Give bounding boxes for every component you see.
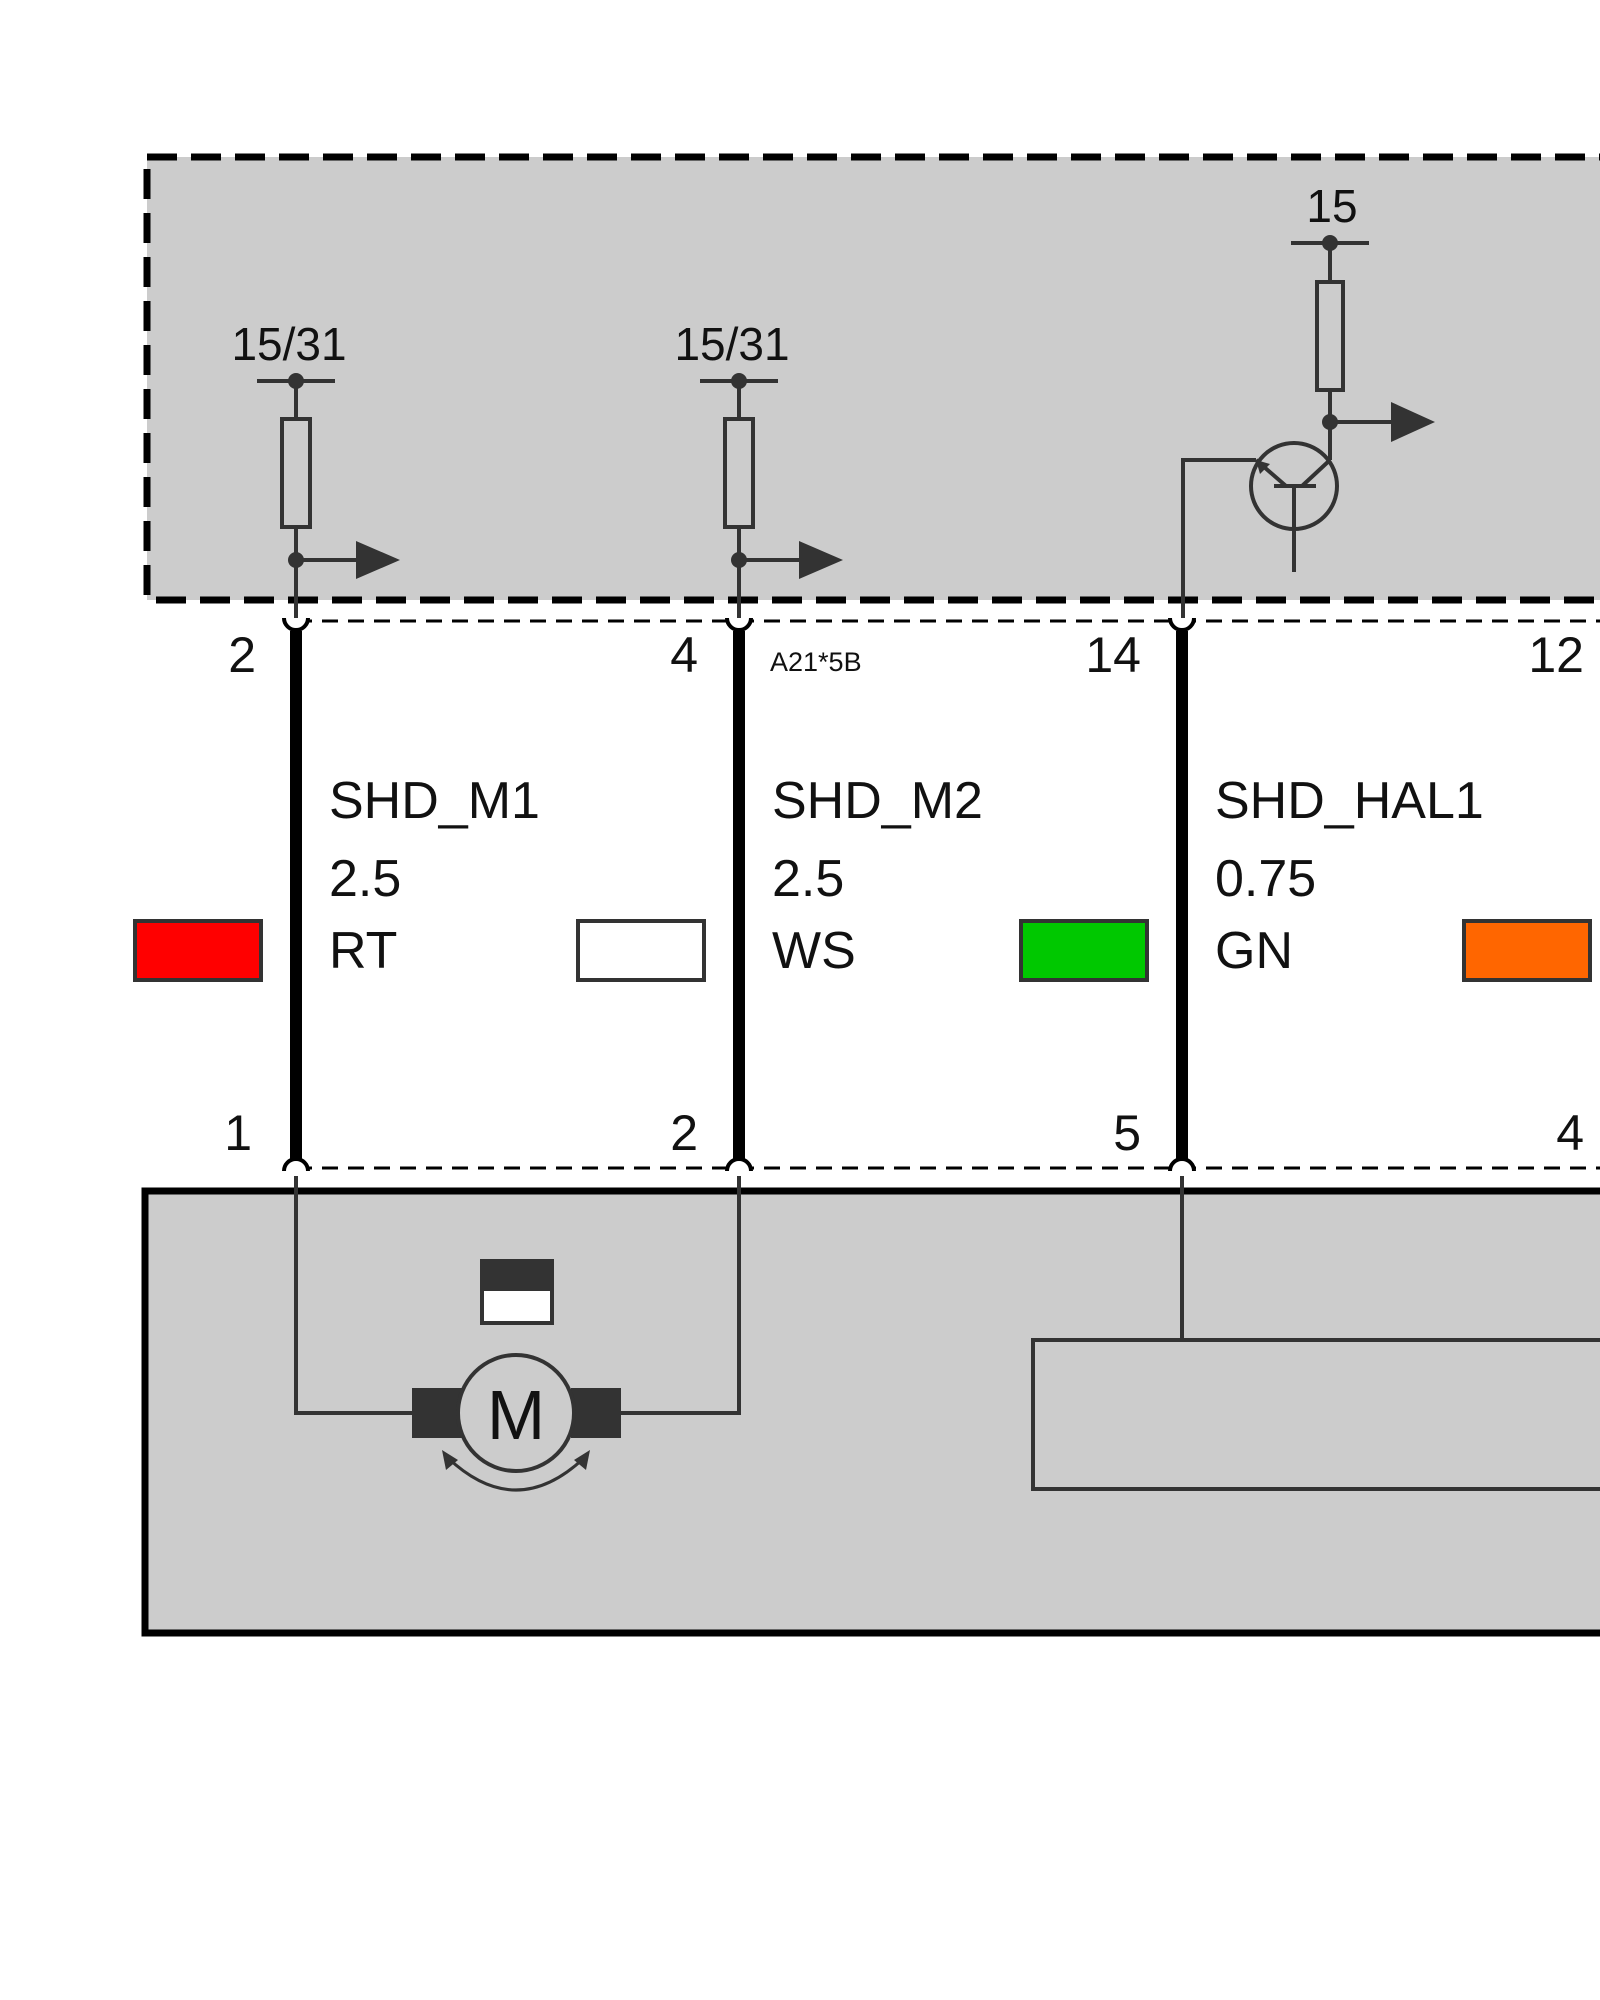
pullup-resistor-circuit-2	[700, 373, 843, 620]
resistor-icon	[1315, 280, 1345, 392]
wire-1-color-swatch	[133, 919, 263, 982]
resistor-icon	[723, 417, 755, 529]
wire-3-color-swatch	[1019, 919, 1149, 982]
bottom-pin-2: 2	[670, 1105, 698, 1161]
wire-3-color-code: GN	[1215, 922, 1293, 980]
motor-circuit: M	[294, 1176, 741, 1492]
wire-1-size: 2.5	[329, 850, 401, 908]
control-module-box	[143, 153, 1600, 604]
rotation-arrow-icon	[446, 1456, 586, 1492]
brush-icon	[412, 1388, 462, 1438]
top-pin-2: 4	[670, 627, 698, 683]
terminal-label-3: 15	[1306, 180, 1357, 232]
top-pin-4: 12	[1528, 627, 1584, 683]
motor-symbol: M	[487, 1376, 545, 1454]
terminal-label-1: 15/31	[231, 318, 346, 370]
resistor-icon	[280, 417, 312, 529]
top-pin-3: 14	[1085, 627, 1141, 683]
brush-icon	[571, 1388, 621, 1438]
wire-1-signal: SHD_M1	[329, 772, 540, 830]
wire-2-color-swatch	[576, 919, 706, 982]
control-unit-reference: A21*5B	[770, 647, 862, 677]
wire-2-color-code: WS	[772, 922, 856, 980]
pullup-resistor-circuit-1	[257, 373, 400, 620]
output-arrow-icon	[1391, 402, 1435, 442]
hall-sensor-box	[1031, 1338, 1600, 1491]
wire-2-size: 2.5	[772, 850, 844, 908]
wire-2-signal: SHD_M2	[772, 772, 983, 830]
motor-icon	[456, 1353, 576, 1473]
bottom-pin-4: 4	[1556, 1105, 1584, 1161]
transistor-circuit	[1181, 235, 1435, 620]
top-pin-1: 2	[228, 627, 256, 683]
bottom-pin-3: 5	[1113, 1105, 1141, 1161]
output-arrow-icon	[356, 541, 400, 579]
upper-pin-sockets	[282, 617, 1196, 632]
wire-4-color-swatch	[1462, 919, 1592, 982]
wire-3-signal: SHD_HAL1	[1215, 772, 1484, 830]
output-arrow-icon	[799, 541, 843, 579]
wire-3-size: 0.75	[1215, 850, 1316, 908]
hall-sensor-circuit	[1031, 1176, 1600, 1491]
bottom-pin-1: 1	[224, 1105, 252, 1161]
wire-1-color-code: RT	[329, 922, 397, 980]
terminal-label-2: 15/31	[674, 318, 789, 370]
lower-pin-sockets	[282, 1157, 1196, 1172]
wires	[290, 631, 1188, 1160]
